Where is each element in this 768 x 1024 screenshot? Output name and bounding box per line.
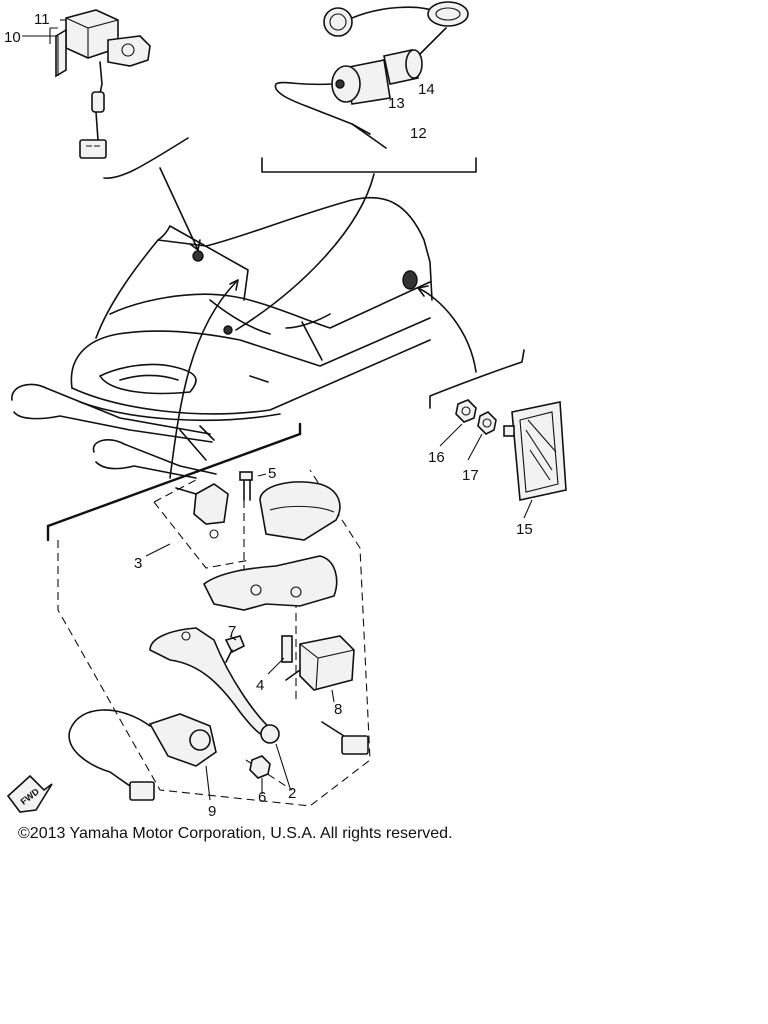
callout-3: 3 [134,555,142,572]
nut-6[interactable] [249,755,271,779]
leader-7 [229,635,237,641]
relay-assembly[interactable] [55,9,151,159]
nut-16[interactable] [455,399,477,423]
reflector-assembly[interactable] [503,401,567,501]
callout-15: 15 [516,521,533,538]
lower-group-frame [57,469,371,807]
lower-group-bracket [46,422,302,542]
callout-16: 16 [428,449,445,466]
callout-11: 11 [34,11,50,28]
leader-3 [145,543,171,557]
brake-lever[interactable] [149,627,280,744]
leader-17 [467,433,483,461]
callout-9: 9 [208,803,216,820]
callout-17: 17 [462,467,479,484]
lever-bracket[interactable] [202,555,338,611]
callout-5: 5 [268,465,276,482]
leader-5 [257,473,267,477]
relay-pointer-arrow [159,167,199,251]
callout-4: 4 [256,677,264,694]
lower-pointer-arrow [169,281,237,479]
leader-16 [439,423,463,447]
callout-7: 7 [228,623,236,640]
throttle-switch-9[interactable] [68,709,217,801]
callout-12: 12 [410,125,427,142]
bolt-5[interactable] [239,471,253,501]
snowmobile-body [11,196,433,479]
leader-10 [22,27,59,76]
leader-2 [275,743,291,789]
reflector-bracket [429,349,525,409]
callout-8: 8 [334,701,342,718]
parts-diagram: FWD 10 11 12 13 14 15 16 17 3 5 7 4 8 9 … [4,1,567,820]
callout-14: 14 [418,81,435,98]
top-right-bracket [261,157,477,173]
callout-10: 10 [4,29,21,46]
top-left-bracket [103,137,189,179]
pin-4[interactable] [281,635,293,663]
callout-6: 6 [258,789,266,806]
main-switch-assembly[interactable] [274,1,469,149]
leader-8 [331,689,335,703]
callout-2: 2 [288,785,296,802]
forward-direction-icon: FWD [6,774,53,813]
brake-switch-8[interactable] [285,635,369,755]
leader-15 [523,499,533,519]
clip-3[interactable] [175,483,229,539]
leader-9 [205,765,211,801]
screw-7[interactable] [224,635,246,663]
callout-13: 13 [388,95,405,112]
leader-4 [267,657,285,675]
switch-housing[interactable] [259,481,341,541]
nut-17[interactable] [477,411,497,435]
switch-pointer-arrow [235,173,375,331]
copyright-notice: ©2013 Yamaha Motor Corporation, U.S.A. A… [18,825,453,842]
reflector-pointer-arrow [417,287,477,373]
